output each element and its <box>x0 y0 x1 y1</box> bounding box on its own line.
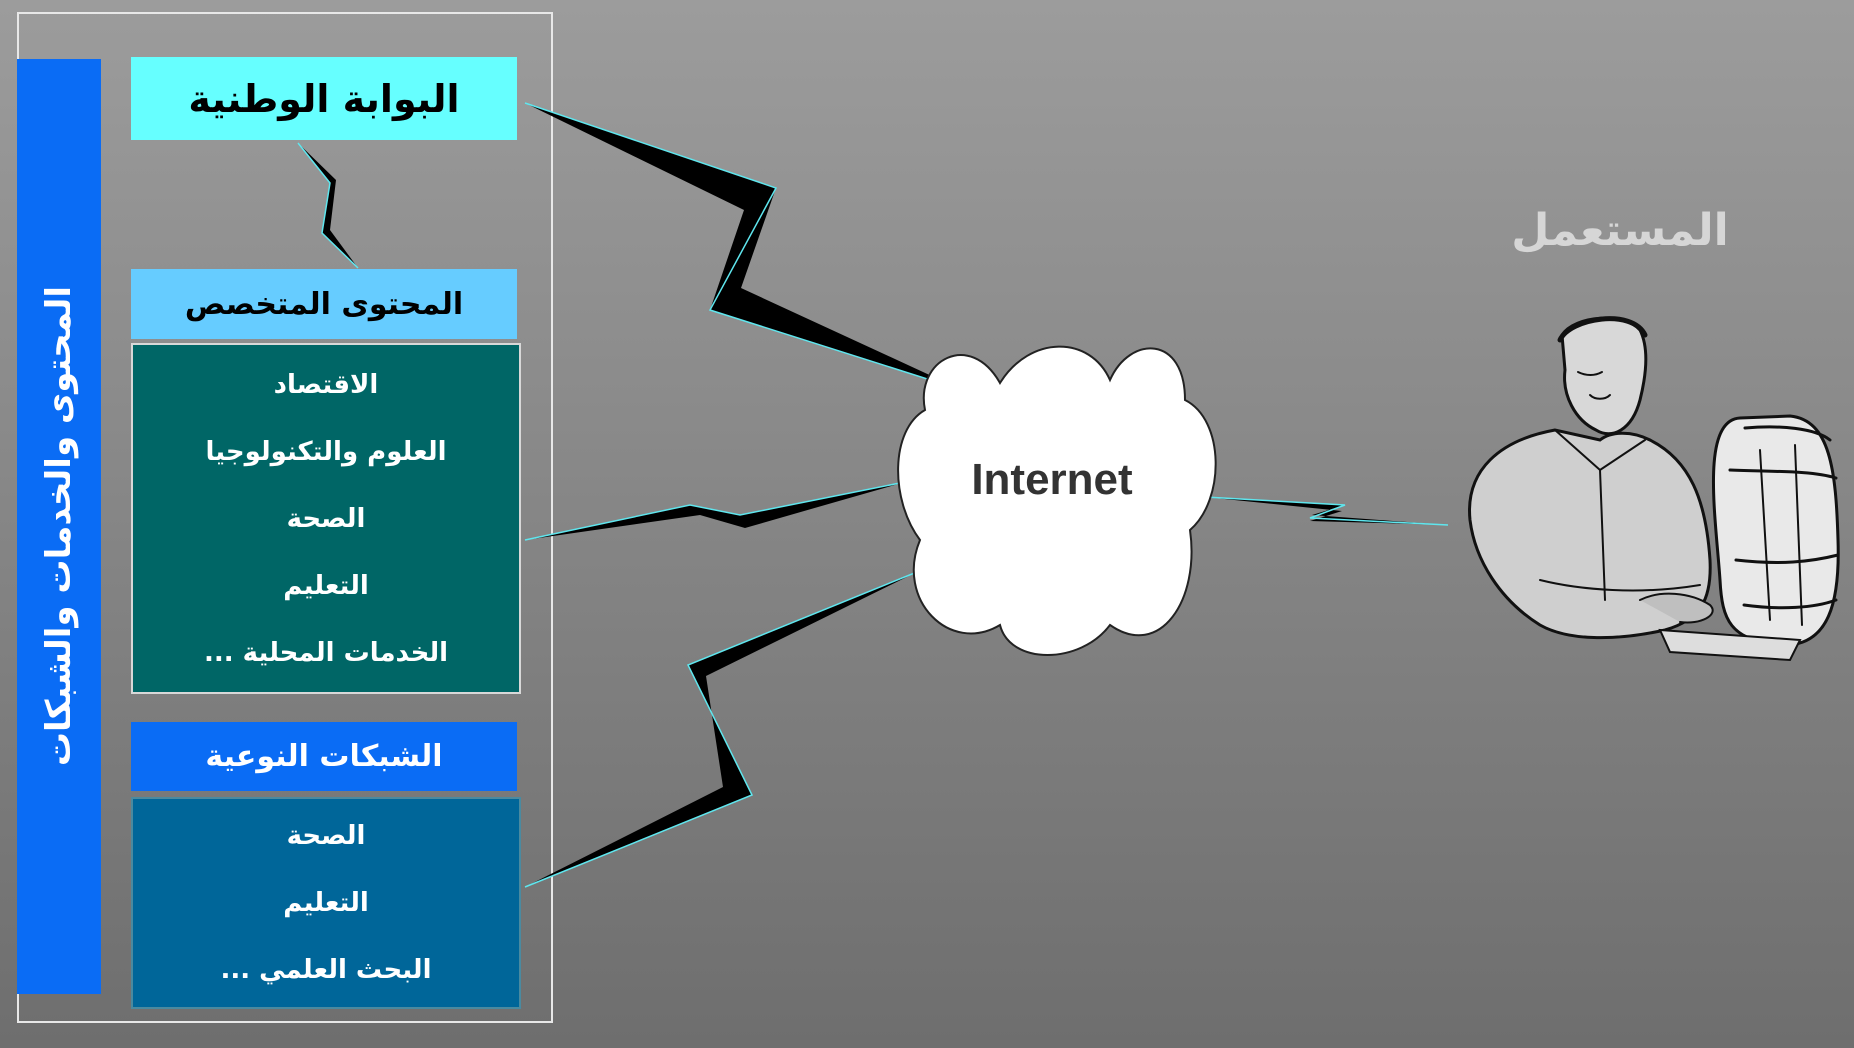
internet-label: Internet <box>971 455 1133 504</box>
specialized-content-title: المحتوى المتخصص <box>184 286 464 322</box>
person-head <box>1560 316 1648 436</box>
internet-cloud <box>897 345 1217 656</box>
specialized-content-list: الاقتصاد العلوم والتكنولوجيا الصحة التعل… <box>131 343 521 694</box>
person-body <box>1468 428 1712 640</box>
list-item: الاقتصاد <box>273 369 379 400</box>
user-computer-illustration <box>1468 316 1840 662</box>
specialized-networks-header: الشبكات النوعية <box>131 722 517 791</box>
specialized-networks-list: الصحة التعليم البحث العلمي ... <box>131 797 521 1009</box>
specialized-content-header: المحتوى المتخصص <box>131 269 517 339</box>
internet-to-user-link <box>1204 496 1449 526</box>
portal-label: البوابة الوطنية <box>188 76 460 121</box>
list-item: العلوم والتكنولوجيا <box>205 436 447 467</box>
national-portal-box: البوابة الوطنية <box>131 57 517 140</box>
list-item: الصحة <box>286 503 366 534</box>
content-to-internet-link <box>524 481 906 541</box>
keyboard-icon <box>1658 628 1802 662</box>
networks-to-internet-link <box>524 571 918 888</box>
list-item: الصحة <box>286 821 366 852</box>
portal-to-content-link <box>297 142 359 269</box>
monitor-icon <box>1711 414 1840 647</box>
list-item: التعليم <box>283 887 369 918</box>
specialized-networks-title: الشبكات النوعية <box>205 739 443 774</box>
user-label: المستعمل <box>1511 205 1729 256</box>
portal-to-internet-link <box>524 102 963 391</box>
side-bar: المحتوى والخدمات والشبكات <box>17 59 101 994</box>
list-item: البحث العلمي ... <box>220 954 432 985</box>
list-item: الخدمات المحلية ... <box>204 637 448 668</box>
list-item: التعليم <box>283 570 369 601</box>
